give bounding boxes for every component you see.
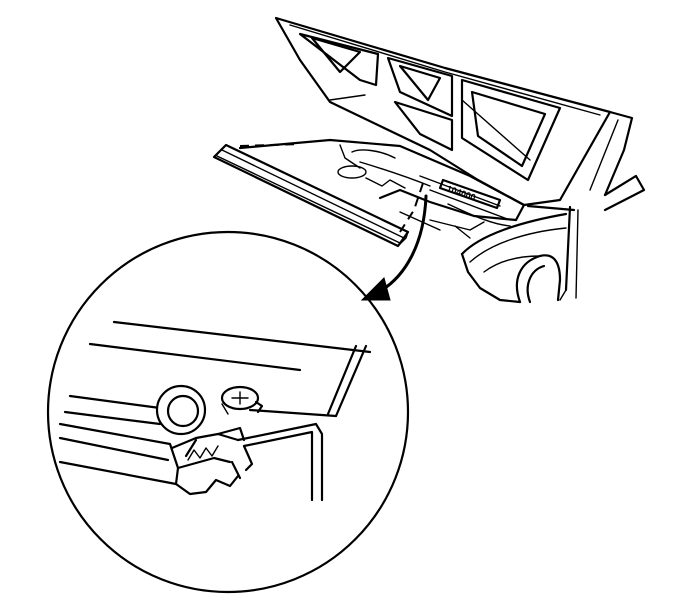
bulb-seal-inner: [166, 394, 200, 428]
detail-circle: [46, 230, 410, 594]
detail-view: [46, 230, 410, 594]
callout-arrow: [360, 194, 428, 301]
arrow-head-icon: [360, 277, 391, 301]
trunk-lid: [274, 16, 612, 207]
car-body: [460, 110, 646, 304]
trunk-opening: 104000: [238, 138, 526, 239]
weatherstrip-removed: [212, 143, 425, 248]
